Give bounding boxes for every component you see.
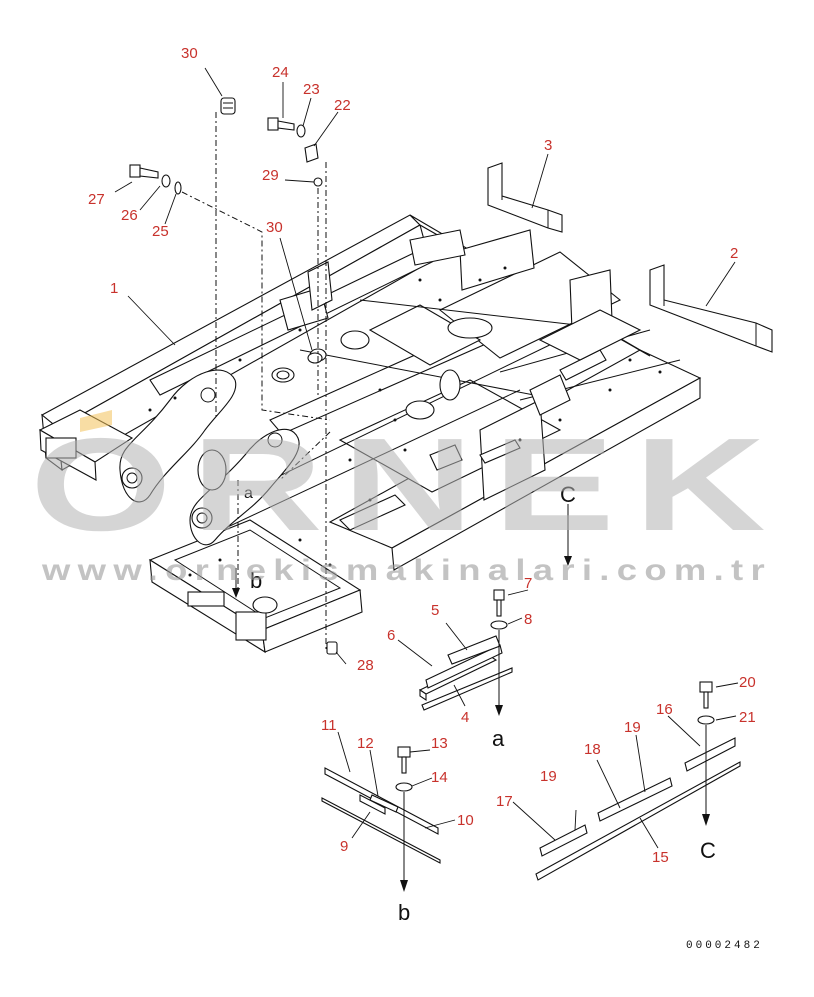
part-label-18: 18 bbox=[584, 741, 601, 758]
ref-a-frame: a bbox=[244, 485, 253, 502]
main-frame bbox=[38, 214, 702, 654]
part-label-15: 15 bbox=[652, 849, 669, 866]
part-label-26: 26 bbox=[121, 207, 138, 224]
part-label-24: 24 bbox=[272, 64, 289, 81]
fasteners-top bbox=[129, 97, 338, 655]
part-label-30-mid: 30 bbox=[266, 219, 283, 236]
part-label-23: 23 bbox=[303, 81, 320, 98]
part-label-30-top: 30 bbox=[181, 45, 198, 62]
part-label-19-left: 19 bbox=[540, 768, 557, 785]
part-label-1: 1 bbox=[110, 280, 118, 297]
part-label-13: 13 bbox=[431, 735, 448, 752]
detail-c bbox=[535, 681, 741, 881]
ref-a-detail: a bbox=[492, 726, 505, 751]
assembly-centerlines bbox=[181, 112, 331, 650]
frame-arrow-c bbox=[564, 504, 572, 566]
part-label-2: 2 bbox=[730, 245, 738, 262]
part-label-7: 7 bbox=[524, 575, 532, 592]
ref-b-frame: b bbox=[250, 568, 262, 593]
part-label-12: 12 bbox=[357, 735, 374, 752]
detail-b bbox=[321, 746, 441, 892]
part-3-counterweight-bar bbox=[487, 162, 563, 233]
document-number: 00002482 bbox=[686, 940, 763, 952]
ref-b-detail: b bbox=[398, 900, 410, 925]
part-label-21: 21 bbox=[739, 709, 756, 726]
part-label-16: 16 bbox=[656, 701, 673, 718]
frame-arrow-b bbox=[232, 568, 240, 598]
part-label-25: 25 bbox=[152, 223, 169, 240]
part-label-10: 10 bbox=[457, 812, 474, 829]
part-label-3: 3 bbox=[544, 137, 552, 154]
part-label-9: 9 bbox=[340, 838, 348, 855]
part-label-4: 4 bbox=[461, 709, 469, 726]
part-label-14: 14 bbox=[431, 769, 448, 786]
part-label-29: 29 bbox=[262, 167, 279, 184]
watermark: ORNEK www.ornekismakinalari.com.tr bbox=[30, 411, 785, 587]
part-label-8: 8 bbox=[524, 611, 532, 628]
part-label-22: 22 bbox=[334, 97, 351, 114]
watermark-url: www.ornekismakinalari.com.tr bbox=[41, 554, 772, 587]
leader-lines bbox=[114, 67, 739, 849]
part-label-19-right: 19 bbox=[624, 719, 641, 736]
part-label-6: 6 bbox=[387, 627, 395, 644]
detail-a bbox=[418, 589, 513, 716]
part-label-17: 17 bbox=[496, 793, 513, 810]
part-label-27: 27 bbox=[88, 191, 105, 208]
part-label-28: 28 bbox=[357, 657, 374, 674]
part-2-counterweight-bar bbox=[649, 264, 773, 353]
part-label-5: 5 bbox=[431, 602, 439, 619]
ref-c-detail: C bbox=[700, 838, 716, 863]
ref-c-frame: C bbox=[560, 482, 576, 507]
watermark-brand: ORNEK bbox=[30, 411, 785, 558]
part-label-20: 20 bbox=[739, 674, 756, 691]
part-labels: 30 24 23 22 29 27 26 25 30 1 3 2 7 8 5 6… bbox=[88, 45, 756, 866]
part-label-11: 11 bbox=[321, 717, 337, 734]
view-references: a b C C b a bbox=[244, 482, 716, 925]
